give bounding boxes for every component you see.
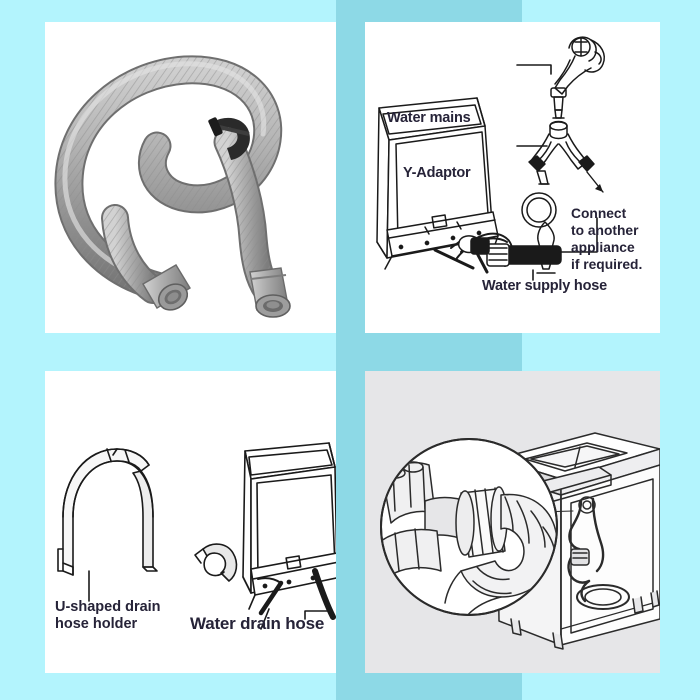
connect-note-line-1: Connect — [571, 206, 627, 221]
connect-note-line-3: appliance — [571, 240, 635, 256]
holder-label-line-2: hose holder — [55, 616, 138, 633]
dishwasher-cabinet — [242, 442, 336, 610]
label-u-shaped-holder: U-shaped drain hose holder — [55, 599, 161, 634]
label-connect-note: Connect to another appliance if required… — [571, 205, 642, 273]
connect-note-line-2: to another — [571, 223, 639, 239]
holder-label-line-1: U-shaped drain — [55, 599, 161, 615]
drain-hose-holder-line-drawing — [45, 371, 336, 673]
label-water-supply-hose: Water supply hose — [482, 278, 607, 294]
water-mains-tap — [550, 36, 605, 119]
hose-clamp — [208, 117, 250, 160]
water-supply-hose — [450, 235, 562, 267]
panel-drain-hose-holder-diagram: U-shaped drain hose holder Water drain h… — [45, 371, 336, 673]
label-water-drain-hose: Water drain hose — [190, 614, 325, 633]
label-water-mains: Water mains — [387, 110, 471, 126]
label-y-adaptor: Y-Adaptor — [403, 165, 471, 181]
hose-end-connector-right — [249, 267, 291, 318]
sink-trap-line-drawing — [365, 371, 660, 673]
dishwasher-cabinet — [376, 97, 499, 270]
u-shaped-holder — [57, 448, 158, 576]
panel-water-supply-diagram: Water mains Y-Adaptor Connect to another… — [365, 22, 660, 333]
inset-contents — [382, 461, 556, 614]
hose-clip-piece — [194, 543, 238, 582]
y-adaptor — [528, 120, 595, 185]
connect-note-line-4: if required. — [571, 257, 643, 273]
drain-hose-illustration — [45, 22, 336, 333]
water-supply-line-drawing — [365, 22, 660, 333]
panel-drain-hose-photo — [45, 22, 336, 333]
panel-sink-trap-diagram — [365, 371, 660, 673]
hose-end-connector-left — [142, 264, 191, 311]
